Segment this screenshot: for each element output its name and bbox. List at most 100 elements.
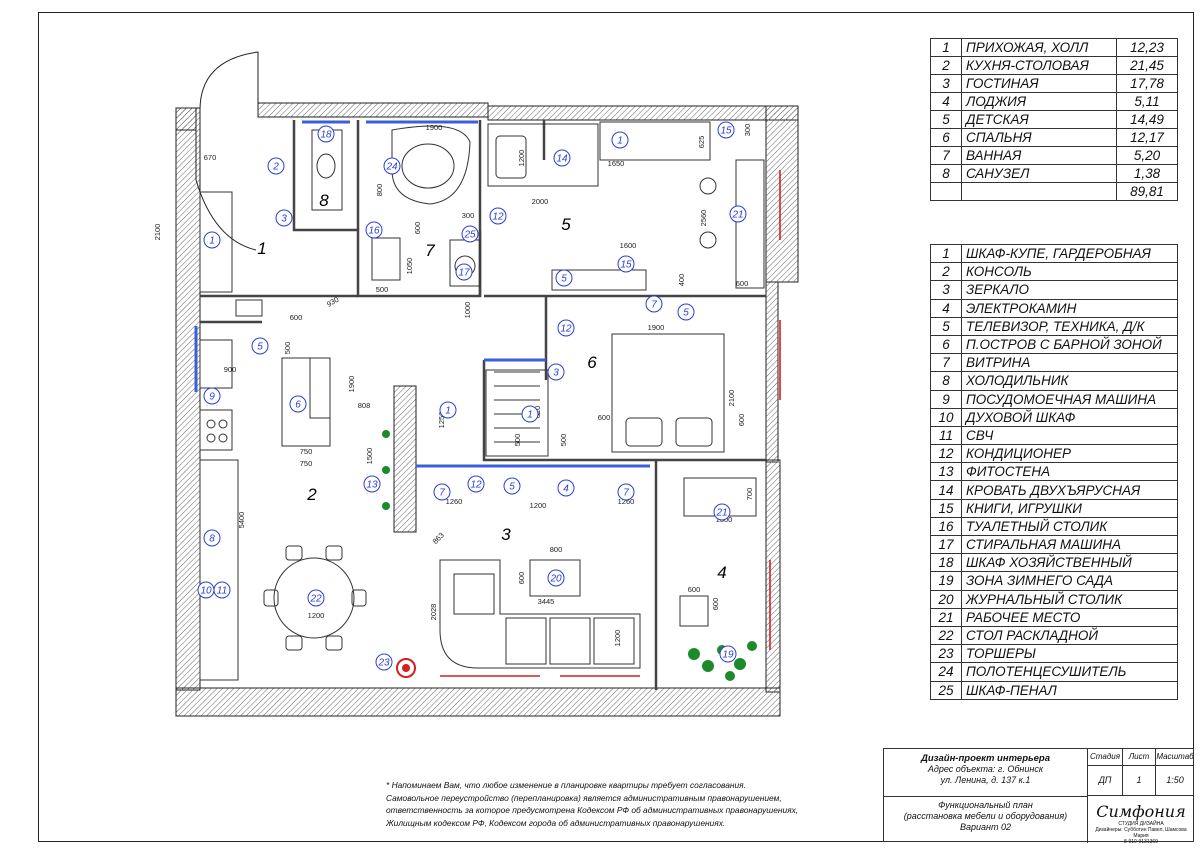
dimension-label: 625 <box>697 136 706 149</box>
furniture-num: 23 <box>930 644 962 664</box>
furniture-marker: 1 <box>611 131 629 149</box>
room-num: 2 <box>930 56 962 75</box>
marker-label: 5 <box>561 274 567 285</box>
dimension-label: 808 <box>358 401 371 410</box>
marker-circle <box>557 319 575 337</box>
marker-label: 15 <box>720 126 732 137</box>
project-title: Дизайн-проект интерьера <box>920 753 1051 764</box>
dimension-label: 2028 <box>429 604 438 621</box>
furniture-name: ЗЕРКАЛО <box>961 280 1178 300</box>
marker-label: 6 <box>295 400 301 411</box>
dimension-label: 1256 <box>437 412 446 429</box>
dimension-label: 1200 <box>530 501 547 510</box>
furniture-marker: 15 <box>617 255 635 273</box>
furniture-num: 10 <box>930 407 962 427</box>
room-number: 5 <box>561 215 571 234</box>
furniture-marker: 5 <box>251 337 269 355</box>
dimension-label: 1900 <box>347 376 356 393</box>
window-marks <box>440 170 781 677</box>
note-line: Жилищным кодексом РФ, Кодексом города об… <box>386 817 726 828</box>
furniture-marker: 1 <box>439 401 457 419</box>
marker-circle <box>251 337 269 355</box>
marker-circle <box>645 295 663 313</box>
marker-label: 11 <box>217 586 227 597</box>
marker-circle <box>617 483 635 501</box>
marker-label: 20 <box>549 574 562 585</box>
dimension-label: 300 <box>743 124 752 137</box>
dimension-label: 2100 <box>153 224 162 241</box>
marker-circle <box>383 157 401 175</box>
dimension-label: 2560 <box>699 210 708 227</box>
dimension-label: 2100 <box>727 390 736 407</box>
furniture-name: ПОЛОТЕНЦЕСУШИТЕЛЬ <box>961 662 1178 682</box>
marker-label: 24 <box>385 162 398 173</box>
furniture-marker: 7 <box>617 483 635 501</box>
dimension-label: 800 <box>375 184 384 197</box>
furniture-name: ПОСУДОМОЕЧНАЯ МАШИНА <box>961 389 1178 409</box>
furniture-marker: 13 <box>363 475 381 493</box>
furniture-num: 7 <box>930 353 962 373</box>
furniture-num: 25 <box>930 680 962 700</box>
furniture-marker: 7 <box>645 295 663 313</box>
floor-lamp <box>396 658 416 678</box>
room-number: 4 <box>717 563 726 582</box>
kids-room-furniture <box>487 121 765 291</box>
bedroom-furniture <box>485 333 725 457</box>
furniture-marker: 4 <box>557 479 575 497</box>
furniture-name: ЗОНА ЗИМНЕГО САДА <box>961 571 1178 591</box>
kitchen-fixtures <box>199 191 331 681</box>
marker-label: 12 <box>492 212 504 223</box>
partitions <box>194 120 650 468</box>
room-area: 5,20 <box>1116 146 1178 165</box>
marker-circle <box>557 479 575 497</box>
marker-label: 1 <box>209 236 215 247</box>
furniture-num: 16 <box>930 516 962 537</box>
desc-line-2: (расстановка мебели и оборудования) <box>903 811 1068 821</box>
furniture-marker: 15 <box>717 121 735 139</box>
dimension-label: 600 <box>688 585 701 594</box>
furniture-marker: 12 <box>489 207 507 225</box>
room-area: 12,17 <box>1116 128 1178 147</box>
furniture-name: СТИРАЛЬНАЯ МАШИНА <box>961 534 1178 555</box>
furniture-num: 15 <box>930 498 962 518</box>
brand-subtitle: СТУДИЯ ДИЗАЙНА <box>1118 821 1164 827</box>
furniture-marker: 17 <box>455 263 473 281</box>
drawing-frame <box>38 12 1194 842</box>
room-name: СПАЛЬНЯ <box>961 128 1117 147</box>
address-line-2: ул. Ленина, д. 137 к.1 <box>940 775 1031 785</box>
dimension-label: 863 <box>431 531 446 546</box>
marker-label: 21 <box>715 508 727 519</box>
furniture-num: 8 <box>930 371 962 391</box>
dimension-label: 600 <box>413 222 422 235</box>
room-num: 5 <box>930 110 962 129</box>
stage-label: Стадия <box>1088 749 1123 766</box>
marker-circle <box>307 589 325 607</box>
note-line: * Напоминаем Вам, что любое изменение в … <box>386 780 746 790</box>
room-number: 7 <box>425 241 435 260</box>
furniture-name: ТОРШЕРЫ <box>961 644 1178 664</box>
furniture-marker: 10 <box>197 581 215 599</box>
furniture-marker: 16 <box>365 221 383 239</box>
sheet-description: Функциональный план (расстановка мебели … <box>884 796 1087 843</box>
entry-door-swing <box>195 51 259 251</box>
marker-circle <box>267 157 285 175</box>
furniture-name: КОНСОЛЬ <box>961 262 1178 282</box>
furniture-marker: 12 <box>467 475 485 493</box>
marker-label: 13 <box>366 480 378 491</box>
marker-circle <box>363 475 381 493</box>
